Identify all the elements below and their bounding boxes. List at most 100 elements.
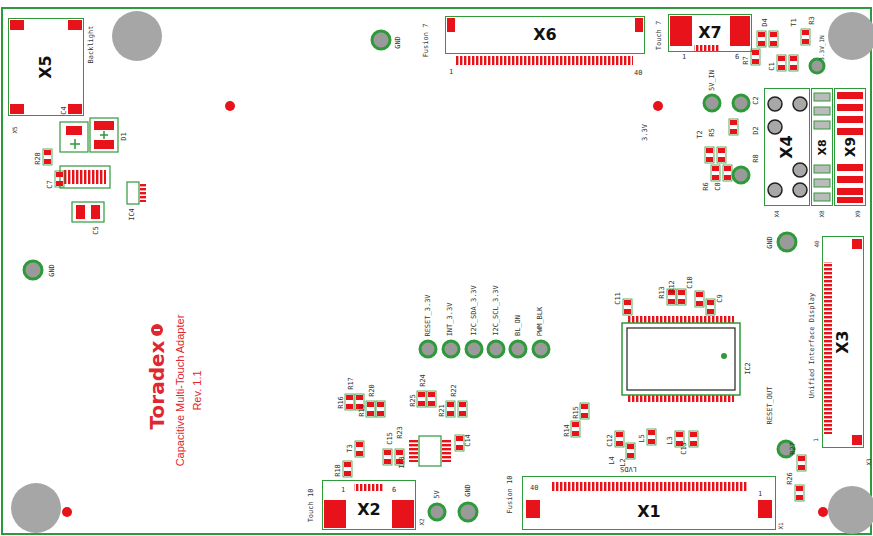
silkscreen-label: 3.3V_IN (818, 35, 824, 60)
silkscreen-label: 1 (341, 487, 345, 494)
test-point (372, 31, 390, 49)
silkscreen-label: Fusion 10 (507, 475, 514, 513)
board-title: Capacitive Multi-Touch Adapter (175, 314, 186, 466)
test-point (24, 261, 42, 279)
smd-pads (345, 394, 354, 410)
silkscreen-label: T1 (791, 18, 798, 26)
silkscreen-label: 6 (735, 54, 739, 61)
test-point (733, 167, 749, 183)
connector-pads (837, 164, 863, 171)
test-point (429, 504, 445, 520)
silkscreen-label: 3.3V (641, 124, 648, 141)
smd-pads (723, 165, 732, 181)
silkscreen-label: R17 (347, 377, 354, 390)
test-point (733, 95, 749, 111)
silkscreen-label: 5V (434, 490, 441, 498)
connector-ref: X9 (842, 136, 858, 159)
connector-pads (447, 18, 455, 32)
board-outline (2, 8, 871, 534)
silkscreen-label: GND (394, 36, 401, 49)
connector-ref: X7 (697, 24, 722, 42)
capacitor-symbol (70, 139, 80, 149)
smd-pads (705, 147, 714, 163)
smd-pads (695, 291, 704, 307)
silkscreen-label: LVDS (620, 465, 637, 472)
smd-pads (689, 431, 698, 447)
connector-pads (635, 18, 643, 32)
mounting-hole (112, 11, 162, 61)
connector-box: X1 (522, 476, 776, 530)
silkscreen-label: IC3 (398, 456, 405, 469)
silkscreen-label: C1 (769, 62, 776, 70)
silkscreen-label: R8 (753, 154, 760, 162)
connector-pads (10, 16, 863, 528)
capacitor-symbol (60, 122, 88, 152)
smd-pads (795, 485, 804, 501)
connector-pads (526, 500, 540, 518)
smd-pads (355, 441, 364, 457)
connector-pads (455, 56, 633, 65)
silkscreen-label: 40 (813, 240, 819, 247)
silkscreen-label: R23 (396, 426, 403, 439)
capacitor-symbol (90, 118, 118, 152)
ic-body (60, 166, 110, 188)
smd-pads (677, 289, 686, 305)
silkscreen-label: R27 (789, 442, 796, 455)
capacitor-symbol (66, 126, 82, 135)
mounting-hole (828, 486, 873, 534)
silkscreen-label: X3 (865, 458, 871, 465)
smd-pads (711, 165, 720, 181)
mounting-hole (828, 12, 873, 60)
connector-box: X3 (822, 236, 864, 448)
smd-pads (446, 401, 455, 417)
silkscreen-label: 6 (392, 487, 396, 494)
smd-pads (777, 55, 786, 71)
connector-box: X4 (764, 88, 810, 206)
board-title: Rev. 1.1 (192, 370, 203, 410)
silkscreen-label: I2C_SDA_3.3V (470, 285, 477, 336)
capacitor-symbol (94, 140, 114, 149)
silkscreen-label: INT_3.3V (447, 302, 454, 336)
silkscreen-label: IC4 (128, 208, 135, 221)
logo-mark (154, 329, 160, 331)
silkscreen-label: Backlight (88, 25, 95, 63)
silkscreen-label: D2 (753, 126, 760, 134)
connector-pads (837, 92, 863, 99)
silkscreen-label: C9 (717, 294, 724, 302)
silkscreen-label: 1 (449, 69, 453, 76)
test-point (443, 341, 459, 357)
connector-pads (10, 104, 24, 114)
silkscreen-label: Fusion 7 (423, 23, 430, 57)
silkscreen-label: R18 (334, 464, 341, 477)
smd-pads (757, 31, 766, 47)
smd-pads (623, 299, 632, 315)
smd-pads (789, 55, 798, 71)
silkscreen-label: D1 (121, 132, 128, 140)
connector-box: X6 (445, 16, 645, 54)
ic-body (409, 440, 418, 462)
smd-pads (383, 449, 392, 465)
silkscreen-label: R5 (709, 128, 716, 136)
silkscreen-label: IC2 (744, 362, 751, 375)
smd-pads (343, 461, 352, 477)
silkscreen-label: R15 (572, 406, 579, 419)
ic-body (64, 170, 106, 184)
smd-pads (797, 455, 806, 471)
connector-pads (814, 121, 830, 129)
connector-pads (793, 163, 807, 177)
connector-box: X5 (8, 18, 84, 116)
silkscreen-label: C10 (686, 276, 693, 289)
smd-pads (366, 401, 375, 417)
silkscreen-label: R20 (368, 384, 375, 397)
silkscreen-label: Unified Interface Display (809, 292, 816, 397)
smd-pads (571, 421, 580, 437)
silkscreen-label: GND (48, 264, 55, 277)
silkscreen-label: C14 (464, 434, 471, 447)
silkscreen-label: X4 (773, 210, 779, 217)
smd-pads (43, 149, 52, 165)
silkscreen-label: L3 (667, 436, 674, 444)
connector-pads (814, 107, 830, 115)
silkscreen-label: R3 (809, 16, 816, 24)
